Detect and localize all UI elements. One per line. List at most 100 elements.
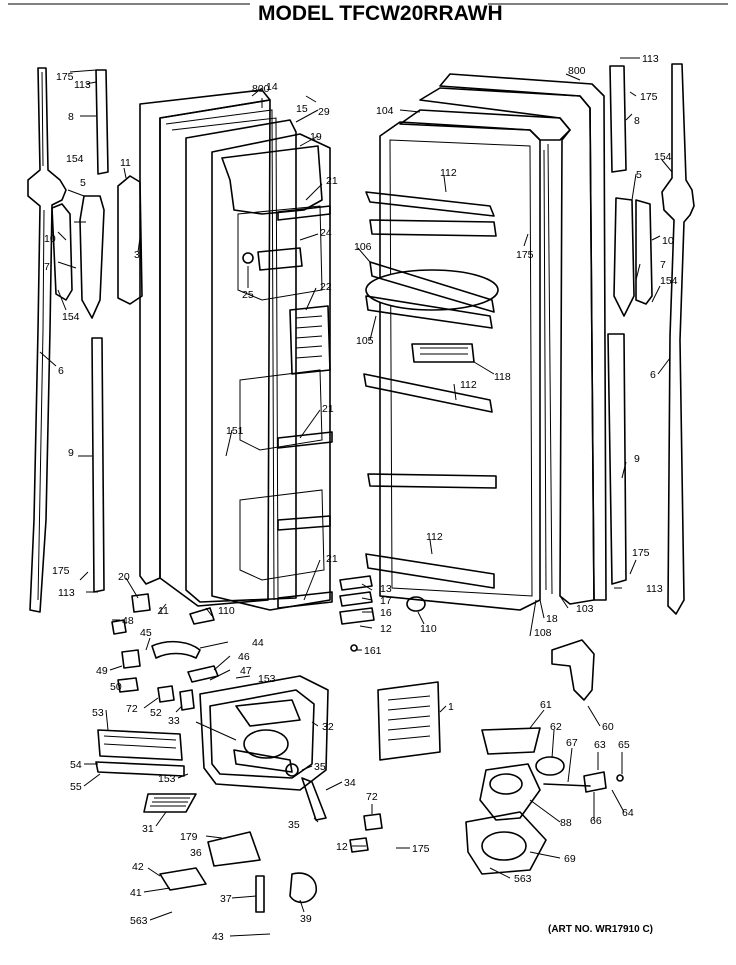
right-door-gasket [607, 63, 695, 615]
label-161: 161 [364, 645, 382, 657]
left-door-handle-trim [51, 69, 109, 593]
label-49: 49 [96, 665, 108, 677]
label-45: 45 [140, 627, 152, 639]
label-8b: 8 [634, 115, 640, 127]
drip-tray-parts [95, 729, 197, 813]
label-11b: 11 [158, 605, 169, 617]
label-62: 62 [550, 721, 562, 733]
label-103: 103 [576, 603, 594, 615]
label-110: 110 [218, 605, 235, 617]
label-65: 65 [618, 739, 630, 751]
label-60: 60 [602, 721, 614, 733]
label-118: 118 [494, 371, 511, 383]
label-106: 106 [354, 241, 372, 253]
label-13: 13 [380, 583, 392, 595]
label-42: 42 [132, 861, 144, 873]
label-63: 63 [594, 739, 606, 751]
label-10b: 10 [662, 235, 674, 247]
label-64: 64 [622, 807, 634, 819]
label-52: 52 [150, 707, 162, 719]
label-20: 20 [118, 571, 130, 583]
label-800b: 800 [568, 65, 586, 77]
label-112b: 112 [460, 379, 477, 391]
label-25: 25 [242, 289, 254, 301]
label-175b: 175 [52, 565, 70, 577]
label-179: 179 [180, 831, 198, 843]
label-154: 154 [66, 153, 84, 165]
fresh-food-door-left [117, 89, 333, 611]
label-5: 5 [80, 177, 86, 189]
label-563b: 563 [514, 873, 532, 885]
leader-lines [39, 57, 673, 937]
label-18: 18 [546, 613, 558, 625]
label-16: 16 [380, 607, 392, 619]
label-9: 9 [68, 447, 74, 459]
label-108: 108 [534, 627, 552, 639]
label-21c: 21 [326, 553, 338, 565]
ice-dispenser-mechanism [465, 639, 624, 875]
label-55: 55 [70, 781, 82, 793]
label-35: 35 [314, 761, 326, 773]
label-21: 21 [326, 175, 338, 187]
label-7: 7 [44, 261, 50, 273]
label-5b: 5 [636, 169, 642, 181]
label-37: 37 [220, 893, 232, 905]
label-112: 112 [440, 167, 457, 179]
label-72b: 72 [366, 791, 378, 803]
label-15: 15 [296, 103, 308, 115]
left-door-gasket [27, 67, 67, 613]
label-31: 31 [142, 823, 154, 835]
label-44: 44 [252, 637, 264, 649]
label-43: 43 [212, 931, 224, 943]
label-175e: 175 [632, 547, 650, 559]
label-154d: 154 [660, 275, 678, 287]
dispenser-housing [199, 675, 329, 791]
art-number: (ART NO. WR17910 C) [548, 924, 653, 935]
bracket-switch-assembly [159, 777, 383, 913]
label-35b: 35 [288, 819, 300, 831]
label-67: 67 [566, 737, 578, 749]
label-7b: 7 [660, 259, 666, 271]
label-175: 175 [56, 71, 74, 83]
label-113d: 113 [646, 583, 663, 595]
label-112c: 112 [426, 531, 443, 543]
label-72: 72 [126, 703, 138, 715]
label-154c: 154 [654, 151, 672, 163]
label-11: 11 [120, 157, 131, 169]
label-17: 17 [380, 595, 392, 607]
label-800: 800 [252, 83, 270, 95]
label-154b: 154 [62, 311, 80, 323]
label-24: 24 [320, 227, 332, 239]
instruction-card [377, 681, 441, 761]
label-10: 10 [44, 233, 56, 245]
model-title: MODEL TFCW20RRAWH [258, 2, 503, 25]
label-12b: 12 [336, 841, 348, 853]
label-50: 50 [110, 681, 122, 693]
label-105: 105 [356, 335, 374, 347]
label-175d: 175 [516, 249, 534, 261]
label-46: 46 [238, 651, 250, 663]
label-104: 104 [376, 105, 394, 117]
label-113c: 113 [642, 53, 659, 65]
label-66: 66 [590, 815, 602, 827]
label-53: 53 [92, 707, 104, 719]
label-41: 41 [130, 887, 142, 899]
label-175f: 175 [412, 843, 430, 855]
label-48: 48 [122, 615, 134, 627]
label-88: 88 [560, 817, 572, 829]
label-153b: 153 [158, 773, 176, 785]
door-hinge-parts [339, 575, 426, 652]
label-61: 61 [540, 699, 552, 711]
label-153: 153 [258, 673, 276, 685]
label-36: 36 [190, 847, 202, 859]
label-8: 8 [68, 111, 74, 123]
label-21b: 21 [322, 403, 334, 415]
label-113: 113 [74, 79, 91, 91]
label-14: 14 [266, 81, 278, 93]
label-22: 22 [320, 281, 332, 293]
label-39: 39 [300, 913, 312, 925]
label-151: 151 [226, 425, 244, 437]
label-9b: 9 [634, 453, 640, 465]
